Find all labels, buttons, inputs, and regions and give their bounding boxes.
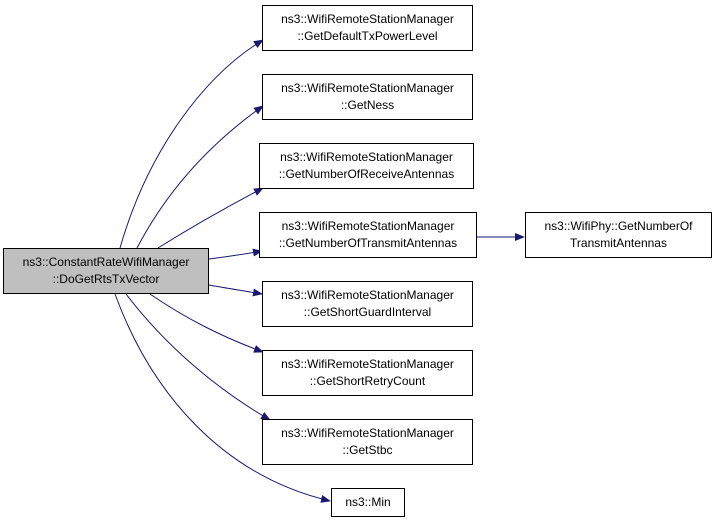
node-label-line-2: ::GetNess bbox=[340, 98, 395, 112]
node-label-line-2: ::GetDefaultTxPowerLevel bbox=[297, 29, 438, 43]
node-label-line-1: ns3::WifiRemoteStationManager bbox=[281, 426, 454, 440]
node-get-short-retry-count[interactable]: ns3::WifiRemoteStationManager ::GetShort… bbox=[262, 350, 473, 396]
node-label-line-1: ns3::WifiRemoteStationManager bbox=[281, 288, 454, 302]
node-wifiphy-get-number-of-transmit-antennas[interactable]: ns3::WifiPhy::GetNumberOf TransmitAntenn… bbox=[525, 212, 712, 258]
node-label-line-2: ::DoGetRtsTxVector bbox=[52, 272, 160, 286]
node-label-line-1: ns3::WifiPhy::GetNumberOf bbox=[544, 219, 693, 233]
node-constant-rate-do-get-rts-tx-vector: ns3::ConstantRateWifiManager ::DoGetRtsT… bbox=[3, 248, 209, 294]
node-get-ness[interactable]: ns3::WifiRemoteStationManager ::GetNess bbox=[262, 74, 473, 120]
edge-root-to-n7 bbox=[149, 293, 264, 353]
node-label-line-1: ns3::WifiRemoteStationManager bbox=[281, 357, 454, 371]
node-label-line-2: ::GetShortRetryCount bbox=[309, 374, 426, 388]
node-label-line-2: ::GetNumberOfTransmitAntennas bbox=[278, 236, 458, 250]
node-label-line-1: ns3::WifiRemoteStationManager bbox=[281, 219, 455, 233]
node-ns3-min[interactable]: ns3::Min bbox=[331, 488, 405, 517]
node-label-line-2: ::GetNumberOfReceiveAntennas bbox=[278, 167, 455, 181]
edge-root-to-n4 bbox=[208, 248, 263, 260]
edge-root-to-n1 bbox=[119, 39, 264, 249]
node-label-line-1: ns3::Min bbox=[345, 495, 391, 509]
node-label-line-1: ns3::ConstantRateWifiManager bbox=[22, 255, 190, 269]
node-label-line-2: ::GetShortGuardInterval bbox=[303, 305, 432, 319]
node-label-line-2: TransmitAntennas bbox=[570, 236, 667, 250]
node-get-number-of-receive-antennas[interactable]: ns3::WifiRemoteStationManager ::GetNumbe… bbox=[259, 143, 474, 189]
node-label-line-1: ns3::WifiRemoteStationManager bbox=[281, 12, 454, 26]
node-label-line-1: ns3::WifiRemoteStationManager bbox=[280, 150, 453, 164]
node-get-stbc[interactable]: ns3::WifiRemoteStationManager ::GetStbc bbox=[262, 419, 473, 465]
edge-root-to-n9 bbox=[114, 293, 331, 503]
edge-root-to-n3 bbox=[157, 187, 264, 249]
edge-root-to-n8 bbox=[125, 293, 271, 421]
edge-root-to-n6 bbox=[208, 284, 263, 297]
edge-root-to-n2 bbox=[136, 105, 264, 249]
node-label-line-2: ::GetStbc bbox=[342, 443, 393, 457]
node-get-short-guard-interval[interactable]: ns3::WifiRemoteStationManager ::GetShort… bbox=[262, 281, 473, 327]
node-get-number-of-transmit-antennas[interactable]: ns3::WifiRemoteStationManager ::GetNumbe… bbox=[259, 212, 477, 258]
node-label-line-1: ns3::WifiRemoteStationManager bbox=[281, 81, 454, 95]
node-get-default-tx-power-level[interactable]: ns3::WifiRemoteStationManager ::GetDefau… bbox=[262, 5, 473, 51]
